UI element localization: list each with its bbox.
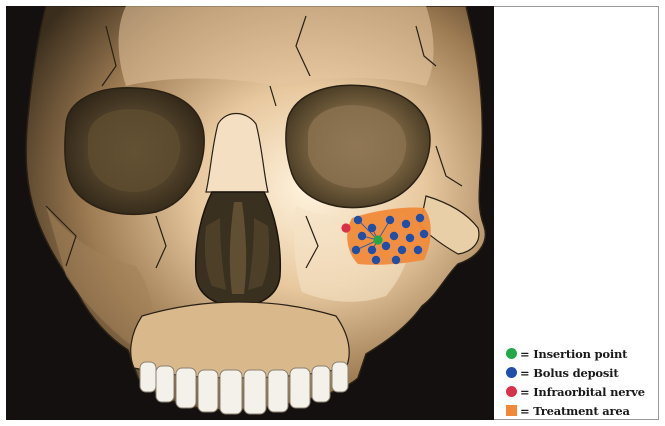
skull-illustration [6,6,494,420]
bolus-dot [416,214,424,222]
bolus-dot [402,220,410,228]
infraorbital-nerve-marker [506,386,517,397]
bolus-dot [382,242,390,250]
legend-label: = Bolus deposit [520,366,618,380]
legend-label: = Infraorbital nerve [520,385,645,399]
infraorbital-nerve [341,223,350,232]
bolus-dot [414,246,422,254]
bolus-dot [390,232,398,240]
bolus-dot [406,234,414,242]
legend-label: = Insertion point [520,347,627,361]
legend-item-insertion-point: = Insertion point [506,344,656,363]
legend: = Insertion point = Bolus deposit = Infr… [506,344,656,420]
legend-label: = Treatment area [520,404,630,418]
legend-item-treatment-area: = Treatment area [506,401,656,420]
legend-item-infraorbital-nerve: = Infraorbital nerve [506,382,656,401]
forehead-highlight [119,6,434,86]
bolus-deposit-marker [506,367,517,378]
legend-item-bolus-deposit: = Bolus deposit [506,363,656,382]
insertion-point [373,235,382,244]
bolus-dot [392,256,400,264]
right-orbit-inner [308,105,406,188]
bolus-dot [420,230,428,238]
treatment-area-marker [506,405,517,416]
bolus-dot [398,246,406,254]
bolus-dot [372,256,380,264]
insertion-point-marker [506,348,517,359]
